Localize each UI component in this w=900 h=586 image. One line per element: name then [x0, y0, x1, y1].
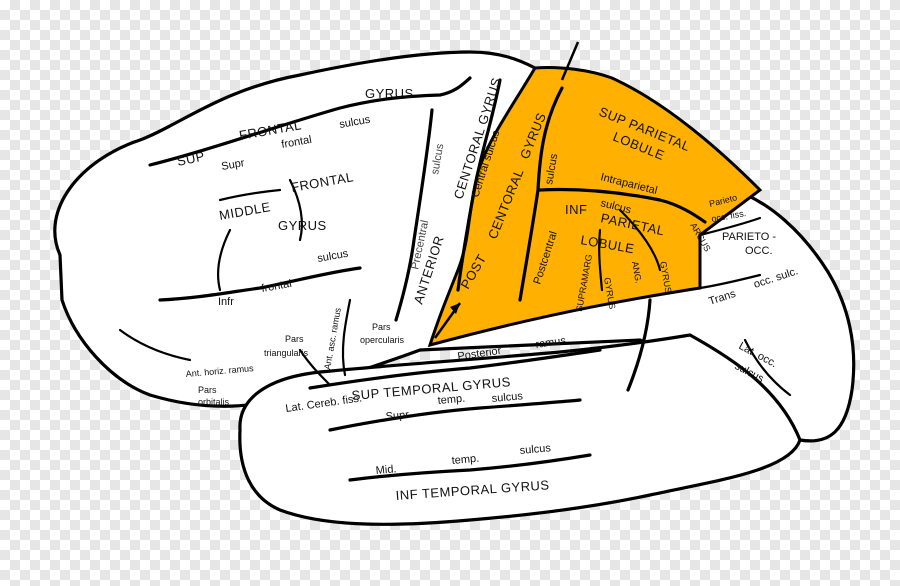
- label-occ: OCC.: [745, 245, 773, 257]
- label-supr: Supr: [220, 157, 245, 173]
- label-sulcus-inf: sulcus: [316, 248, 349, 265]
- label-parieto-occ: PARIETO -: [722, 231, 776, 243]
- label-opercularis: opercularis: [360, 335, 405, 345]
- label-gyrus-middle: GYRUS: [278, 218, 327, 233]
- label-temp-supr: temp.: [437, 393, 465, 407]
- label-frontal-sulcus-1: frontal: [280, 134, 312, 151]
- label-inf: INF: [565, 202, 587, 217]
- label-sup: SUP: [176, 148, 207, 169]
- label-frontal-inf: frontal: [260, 278, 292, 295]
- label-pars-3: Pars: [198, 385, 217, 395]
- label-mid: Mid.: [375, 463, 397, 477]
- label-sulcus-postcentral: sulcus: [543, 152, 560, 185]
- label-triangularis: triangularis: [264, 348, 309, 358]
- label-sulcus-1: sulcus: [338, 114, 371, 131]
- label-ang: ANG.: [630, 261, 644, 284]
- label-sulcus-precentral: sulcus: [429, 142, 446, 175]
- label-gyrus-top: GYRUS: [365, 86, 414, 101]
- label-sulcus-supr-temp: sulcus: [491, 390, 524, 405]
- label-infr: Infr: [218, 296, 234, 308]
- label-ramus: ramus: [535, 335, 567, 351]
- label-sulcus-mid: sulcus: [519, 442, 552, 457]
- label-pars-1: Pars: [285, 334, 304, 344]
- label-pars-2: Pars: [372, 322, 391, 332]
- label-orbitalis: orbitalis: [198, 397, 230, 407]
- label-temp-mid: temp.: [451, 453, 479, 467]
- sulci-lines: [118, 76, 792, 482]
- pointer-line: [560, 41, 580, 81]
- label-supr-temp: Supr: [385, 409, 410, 423]
- arrow-head: [450, 303, 460, 314]
